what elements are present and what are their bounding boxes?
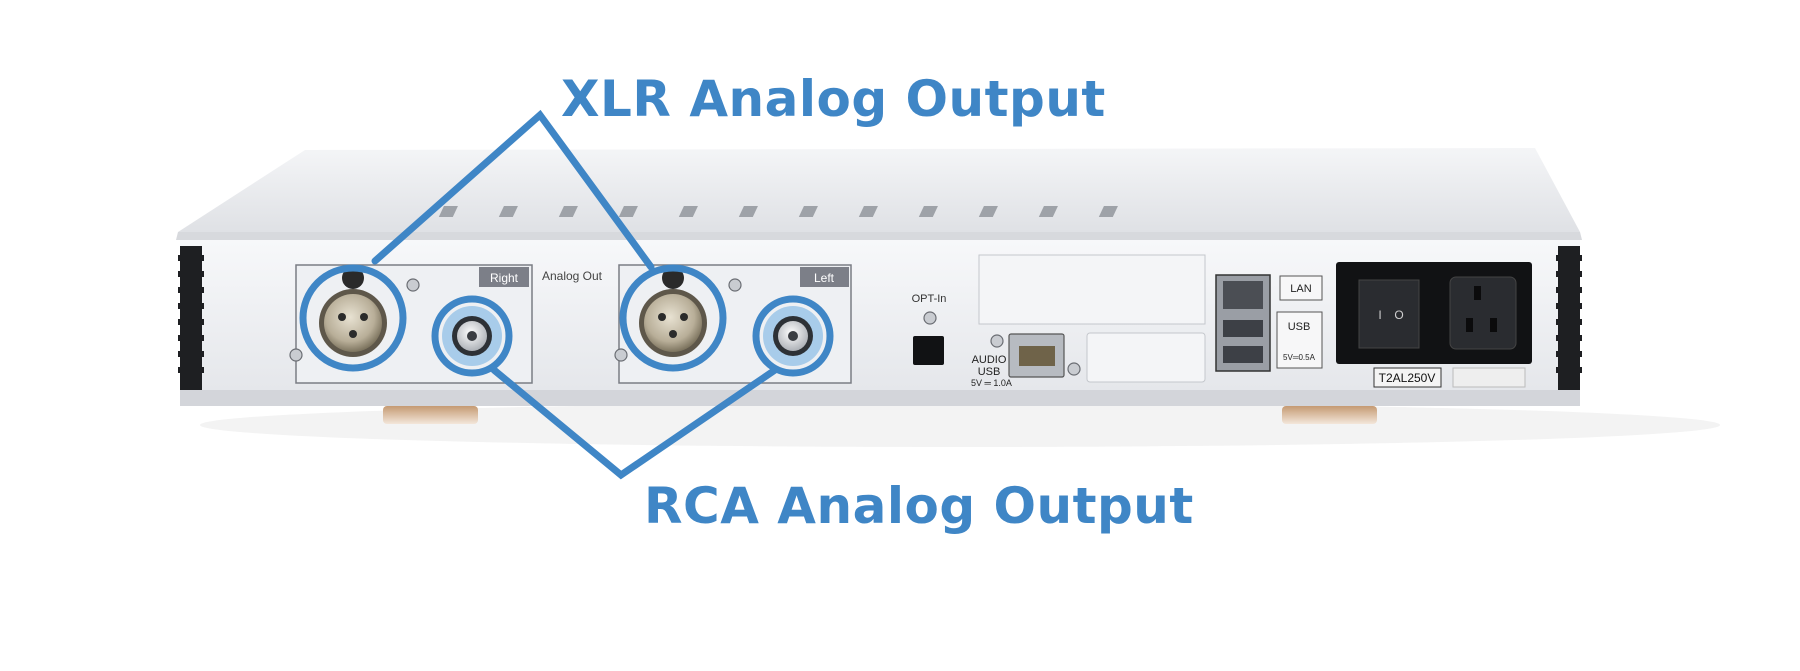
blank-plate-upper	[978, 254, 1206, 325]
usb-rating: 5V═0.5A	[1283, 353, 1316, 362]
audio-usb-rating: 5V ═ 1.0A	[971, 378, 1012, 388]
audio-usb-label-2: USB	[978, 366, 1001, 378]
xlr-callout-ring-right	[299, 264, 407, 372]
fuse-label-box	[1373, 367, 1442, 388]
heatsink-right	[1556, 246, 1582, 390]
xlr-leader-line	[371, 109, 655, 271]
rca-leader-line	[490, 366, 779, 480]
usb-port-1	[1223, 320, 1263, 337]
blank-plate-lower	[1086, 332, 1206, 383]
xlr-connector-right	[319, 267, 387, 357]
left-label: Left	[814, 271, 835, 285]
right-label-tab	[479, 267, 529, 287]
panel-screws	[289, 278, 1081, 376]
rca-connector-left	[763, 306, 823, 366]
right-label: Right	[490, 271, 519, 285]
usb-label: USB	[1288, 321, 1311, 333]
power-switch	[1358, 279, 1420, 349]
power-switch-on-mark: O	[1394, 308, 1403, 322]
lan-port	[1223, 281, 1263, 309]
xlr-callout-markers	[299, 109, 727, 372]
fuse-label: T2AL250V	[1379, 371, 1436, 385]
rca-callout-ring-left	[752, 295, 834, 377]
left-label-tab	[800, 267, 849, 287]
opt-in-label: OPT-In	[912, 293, 947, 305]
audio-usb-label-1: AUDIO	[972, 354, 1007, 366]
vent-slots	[438, 206, 1118, 217]
rca-callout-ring-right	[431, 295, 513, 377]
rca-connector-right	[442, 306, 502, 366]
rca-callout-title: RCA Analog Output	[644, 477, 1194, 535]
analog-out-label: Analog Out	[542, 269, 603, 283]
foot-left	[383, 406, 478, 424]
foot-right	[1282, 406, 1377, 424]
optical-input-port	[913, 336, 944, 365]
power-switch-off-mark: I	[1378, 308, 1381, 322]
heatsink-left	[178, 246, 204, 390]
chassis-top	[178, 148, 1580, 232]
power-inlet	[1449, 276, 1517, 350]
rca-callout-markers	[431, 295, 834, 480]
blank-label-box	[1452, 367, 1526, 388]
xlr-connector-left	[639, 267, 707, 357]
xlr-callout-ring-left	[619, 264, 727, 372]
usb-port-2	[1223, 346, 1263, 363]
xlr-callout-title: XLR Analog Output	[561, 70, 1106, 128]
lan-label: LAN	[1290, 283, 1311, 295]
